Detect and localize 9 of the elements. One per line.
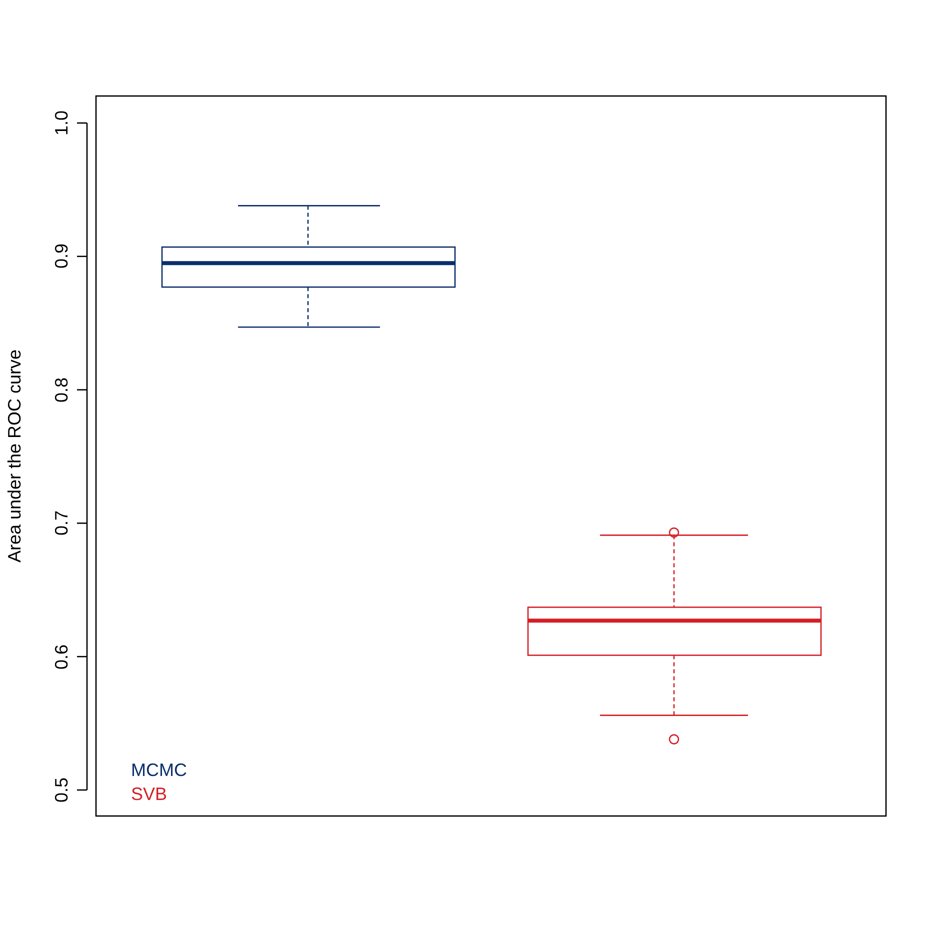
legend-label: MCMC (131, 760, 187, 781)
tick-label: 1.0 (52, 110, 72, 136)
axis-title: Area under the ROC curve (4, 349, 26, 563)
legend-label: SVB (131, 784, 168, 805)
tick-label: 0.6 (52, 644, 72, 670)
tick-label: 0.8 (52, 377, 72, 402)
tick-label: 0.9 (52, 244, 72, 269)
tick-label: 0.5 (52, 777, 72, 803)
tick-label: 0.7 (52, 510, 72, 536)
